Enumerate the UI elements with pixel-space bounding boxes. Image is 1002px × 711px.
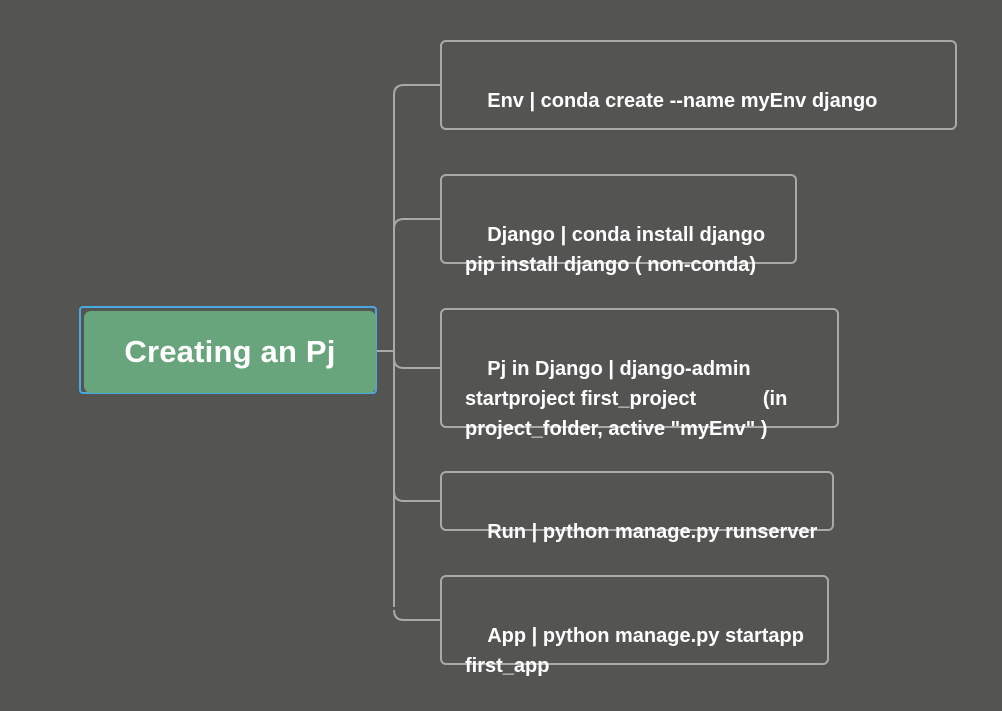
topic-project[interactable]: Pj in Django | django-admin startproject… <box>440 308 839 440</box>
topic-django[interactable]: Django | conda install django pip instal… <box>440 174 797 276</box>
topic-django-label: Django | conda install django pip instal… <box>465 224 766 276</box>
root-selection-outline <box>79 306 377 394</box>
topic-project-label: Pj in Django | django-admin startproject… <box>465 358 788 440</box>
root-topic[interactable]: Creating an Pj <box>84 311 376 393</box>
topic-app[interactable]: App | python manage.py startapp first_ap… <box>440 575 829 677</box>
topic-env[interactable]: Env | conda create --name myEnv django <box>440 40 957 130</box>
connector-branch-4 <box>393 490 440 502</box>
topic-env-label: Env | conda create --name myEnv django <box>487 90 878 112</box>
connector-branch-2 <box>393 218 440 230</box>
connector-branch-1 <box>393 84 440 96</box>
topic-run[interactable]: Run | python manage.py runserver <box>440 471 834 543</box>
topic-run-label: Run | python manage.py runserver <box>487 521 818 543</box>
connector-branch-5 <box>393 609 440 621</box>
root-topic-label: Creating an Pj <box>124 334 336 369</box>
connector-branch-3 <box>393 357 440 369</box>
topic-app-label: App | python manage.py startapp first_ap… <box>465 625 804 677</box>
